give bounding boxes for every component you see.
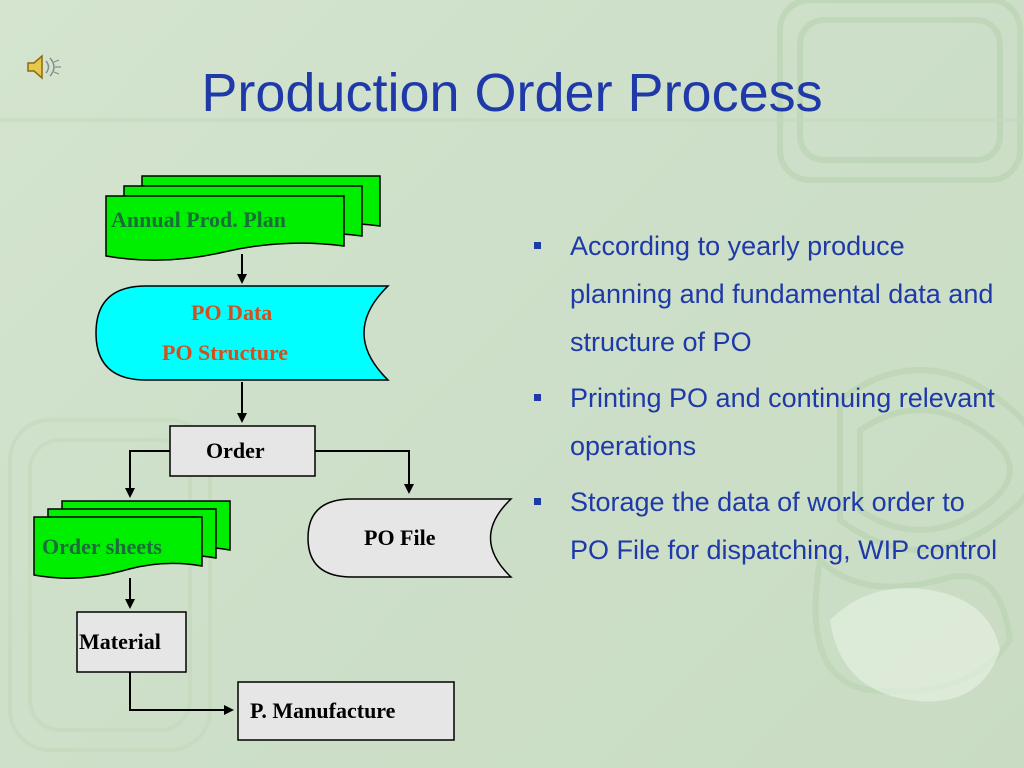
material-box: [76, 611, 187, 673]
bullet-text: Storage the data of work order to PO Fil…: [570, 487, 998, 565]
bullet-item: Storage the data of work order to PO Fil…: [530, 478, 1000, 574]
order-label: Order: [206, 438, 265, 463]
order-sheets-label: Order sheets: [42, 534, 162, 559]
po-data-label: PO Data: [191, 300, 273, 325]
manufacture-box: [237, 681, 455, 741]
order-box: [169, 425, 316, 477]
order-sheets-document-stack: [33, 500, 231, 579]
bullet-square-icon: [534, 242, 541, 249]
slide-title: Production Order Process: [201, 63, 823, 123]
annual-plan-label: Annual Prod. Plan: [111, 207, 287, 232]
arrow-order-to-sheets: [125, 450, 170, 498]
bullet-square-icon: [534, 394, 541, 401]
bullet-item: Printing PO and continuing relevant oper…: [530, 374, 1000, 470]
po-file-storage: [307, 498, 513, 578]
arrow-material-to-manufacture: [129, 672, 234, 715]
po-structure-label: PO Structure: [162, 340, 289, 365]
bullet-text: Printing PO and continuing relevant oper…: [570, 383, 995, 461]
po-data-storage: [95, 285, 390, 381]
manufacture-label: P. Manufacture: [250, 698, 396, 723]
annual-plan-document-stack: [105, 175, 381, 261]
speaker-icon[interactable]: [24, 52, 64, 82]
bullet-text: According to yearly produce planning and…: [570, 231, 994, 357]
arrow-order-to-pofile: [315, 450, 414, 494]
material-label: Material: [79, 629, 161, 654]
bullet-square-icon: [534, 498, 541, 505]
po-file-label: PO File: [364, 525, 436, 550]
bullet-list: According to yearly produce planning and…: [530, 222, 1000, 582]
bullet-item: According to yearly produce planning and…: [530, 222, 1000, 366]
